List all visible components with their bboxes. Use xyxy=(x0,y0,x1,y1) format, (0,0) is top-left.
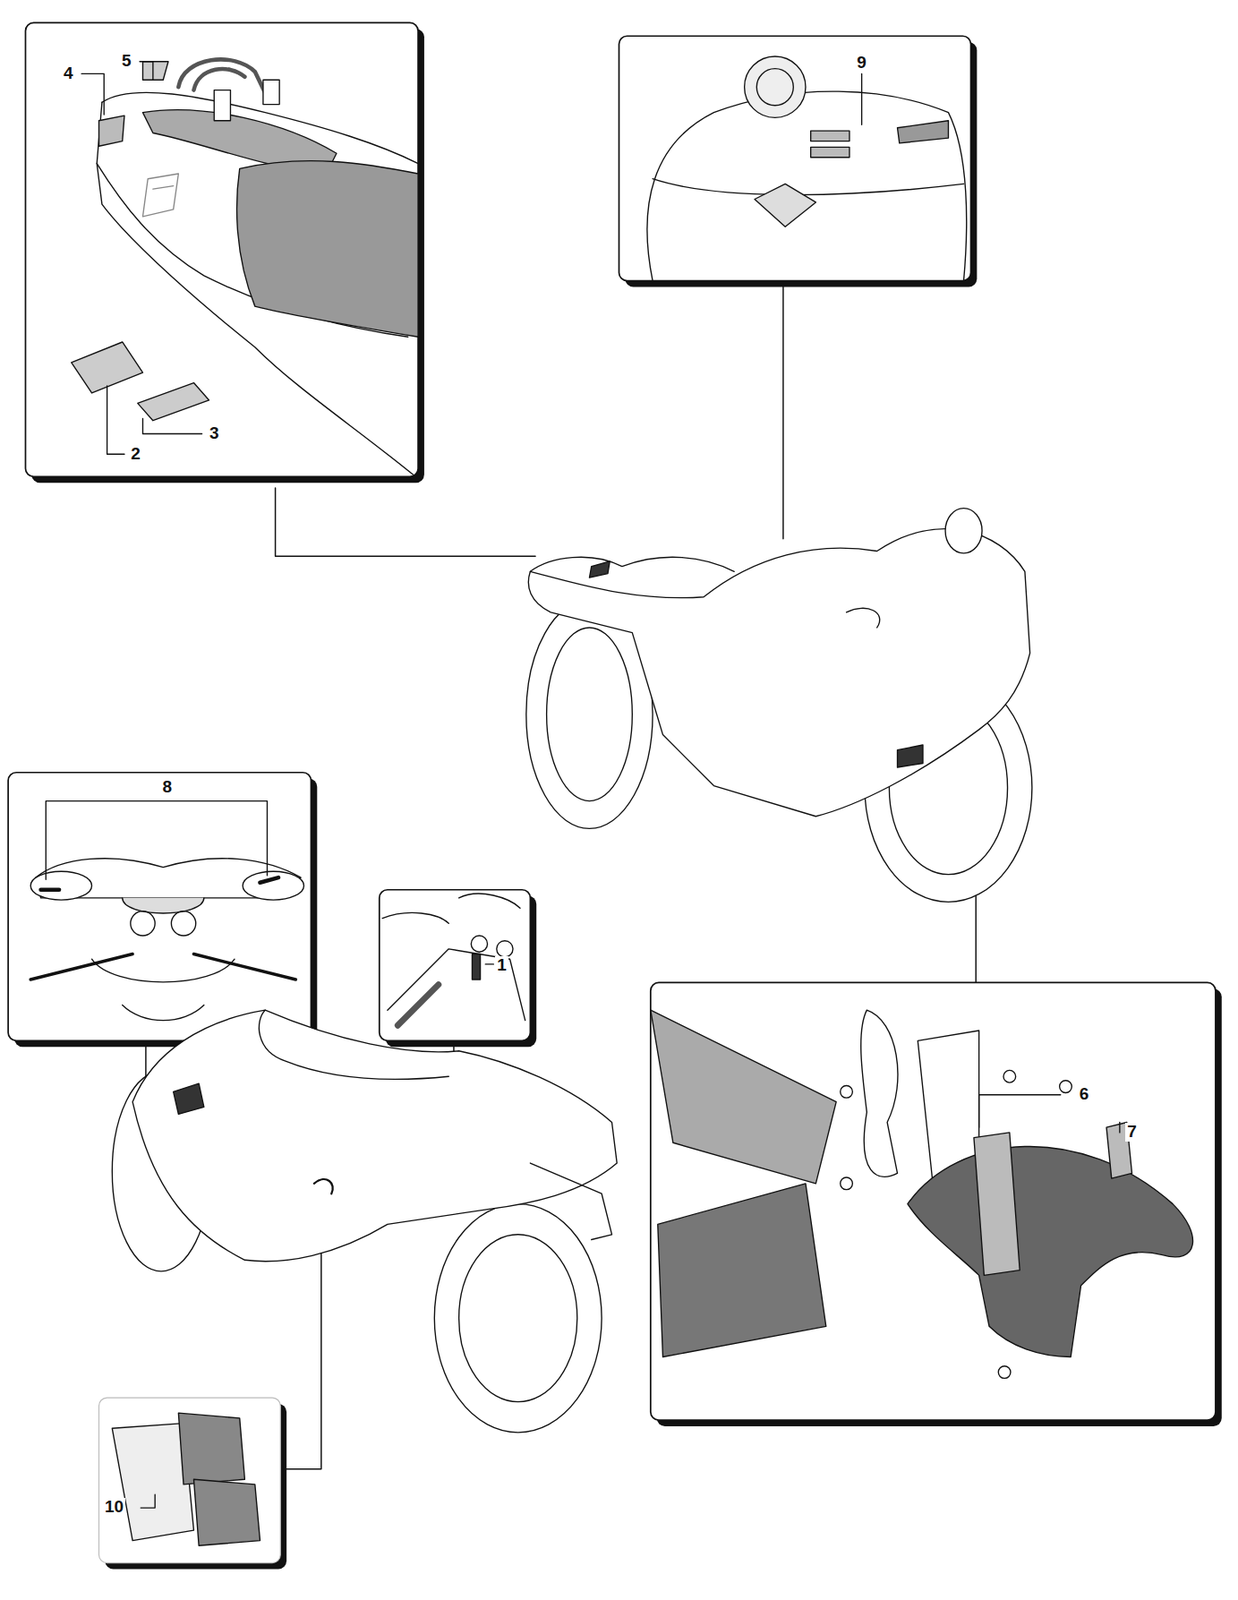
callout-number: 8 xyxy=(161,777,175,797)
callout-number: 6 xyxy=(1077,1084,1092,1104)
callout-number: 4 xyxy=(61,64,76,84)
callout-number: 5 xyxy=(119,51,134,71)
callout-number: 3 xyxy=(207,424,222,444)
callout-number: 10 xyxy=(102,1497,126,1517)
leader-line xyxy=(782,281,784,539)
callout-number: 1 xyxy=(495,956,509,975)
callout-number: 2 xyxy=(128,444,143,464)
leader-line xyxy=(275,487,536,556)
callout-number: 9 xyxy=(854,53,869,73)
callout-number: 7 xyxy=(1125,1122,1139,1142)
